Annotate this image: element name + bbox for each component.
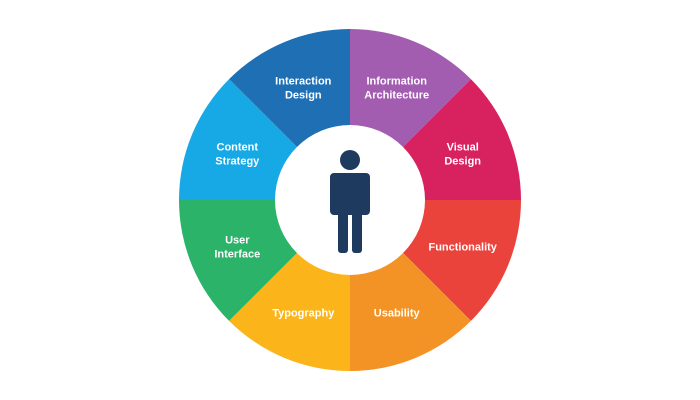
segment-label-usability: Usability <box>374 308 421 320</box>
segment-label-typography: Typography <box>272 308 335 320</box>
person-icon <box>330 150 370 253</box>
segment-label-functionality: Functionality <box>428 242 497 254</box>
